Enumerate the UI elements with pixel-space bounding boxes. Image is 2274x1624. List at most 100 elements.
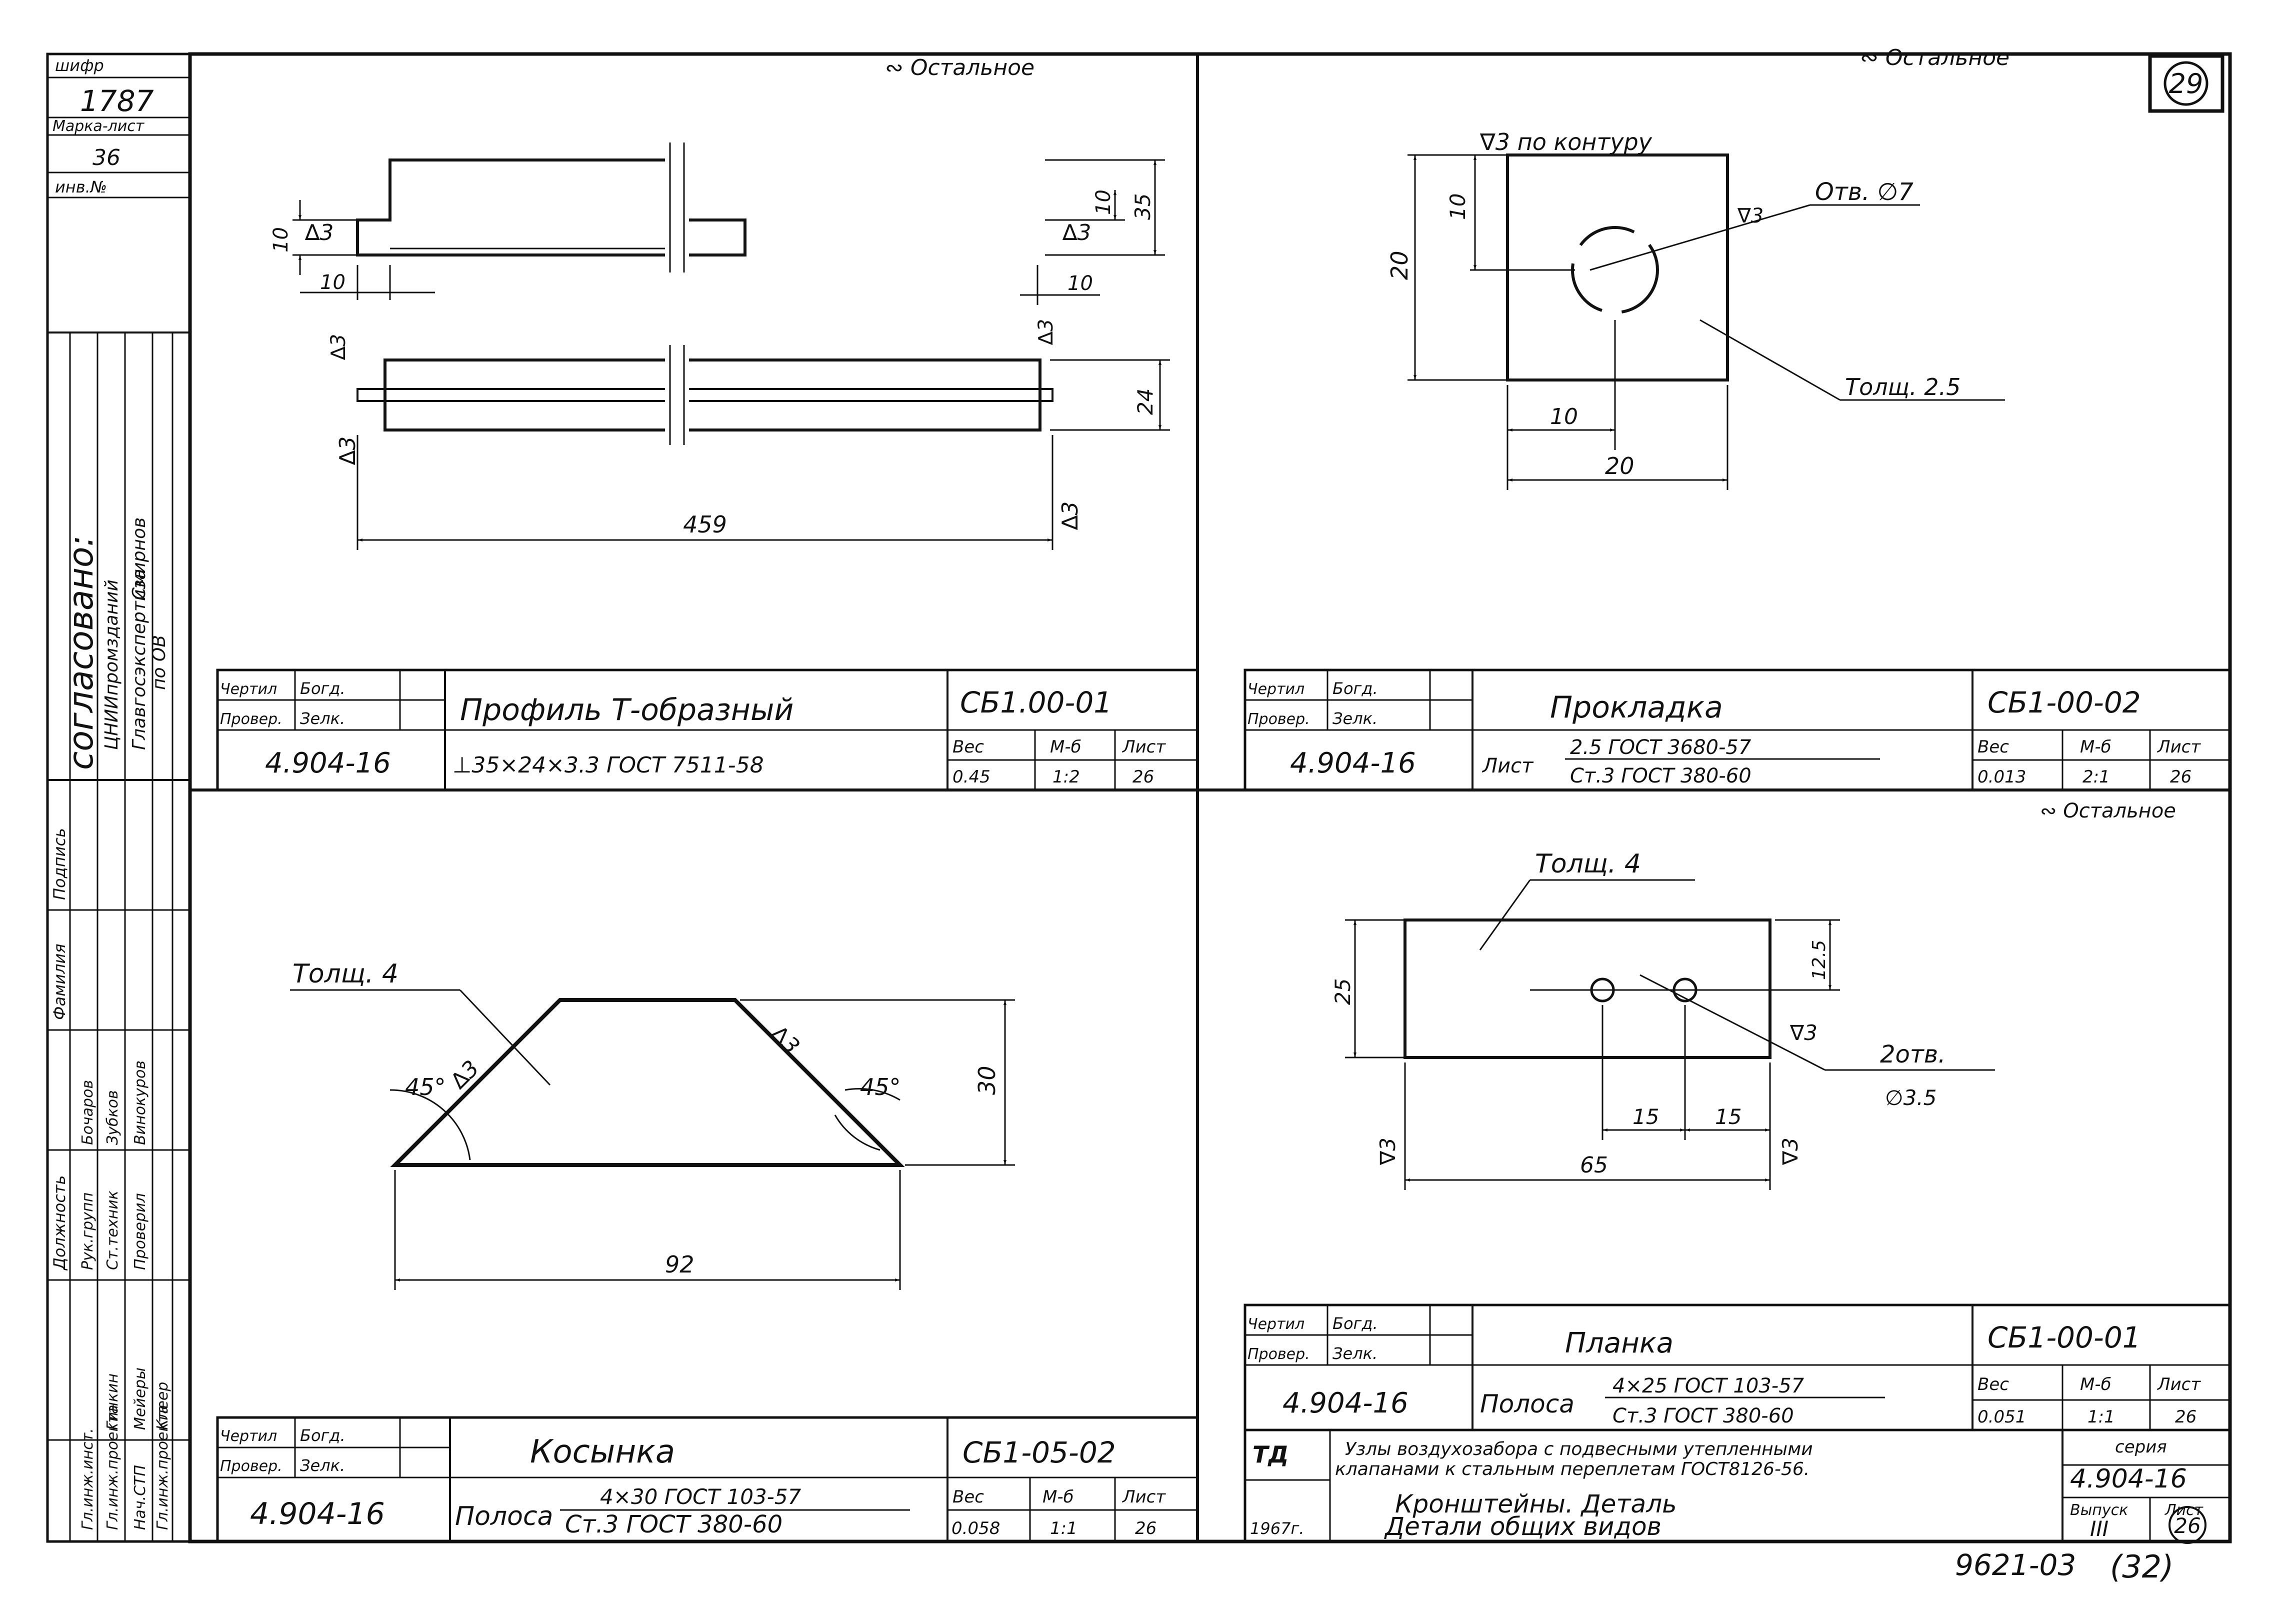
strip-code: СБ1-00-01 bbox=[1988, 1320, 2141, 1354]
stamp-list-circle bbox=[2168, 1506, 2206, 1544]
gasket-dim-10-horizontal: 10 bbox=[1550, 404, 1578, 430]
strip-name: Планка bbox=[1565, 1327, 1674, 1360]
gasket-roughness-note: ∾ Остальное bbox=[1860, 45, 2010, 70]
dim-10-left: 10 bbox=[270, 227, 292, 252]
profile-chertil-label: Чертил bbox=[220, 680, 277, 698]
gusset-material-bottom: Ст.3 ГОСТ 380-60 bbox=[565, 1510, 782, 1538]
soglasovano-label: согласовано: bbox=[62, 535, 101, 770]
org-2-role: по ОВ bbox=[149, 635, 170, 690]
gasket-dim-20-horizontal: 20 bbox=[1605, 452, 1634, 480]
profile-title-block bbox=[216, 668, 1199, 792]
dim-10-right-top: 10 bbox=[1092, 190, 1115, 215]
dim-459: 459 bbox=[683, 511, 727, 538]
weld-mark-1: ∆3 bbox=[304, 220, 334, 246]
panel-gasket: ∾ Остальное ∇3 по контуру Отв. ∅7 ∇3 Тол… bbox=[1244, 45, 2232, 792]
person-7: Проверил bbox=[132, 1193, 149, 1270]
strip-ves-label: Вес bbox=[1978, 1374, 2009, 1394]
col-familiya: Фамилия bbox=[50, 944, 69, 1020]
gusset-dim-lines bbox=[290, 989, 1015, 1290]
gusset-chertil-label: Чертил bbox=[220, 1428, 277, 1445]
strip-list-label: Лист bbox=[2156, 1374, 2201, 1394]
strip-dim-15-right: 15 bbox=[1715, 1104, 1742, 1129]
gusset-angle-left: 45° bbox=[405, 1074, 446, 1100]
profile-ves-label: Вес bbox=[952, 737, 984, 757]
strip-mark-2: ∇3 bbox=[1376, 1138, 1400, 1166]
strip-material-prefix: Полоса bbox=[1480, 1390, 1574, 1418]
strip-outline bbox=[1404, 918, 1772, 1059]
gusset-chertil-value: Богд. bbox=[300, 1426, 346, 1445]
name-5: Зубков bbox=[104, 1090, 122, 1145]
strip-scale-value: 1:1 bbox=[2088, 1407, 2115, 1427]
shifr-label: шифр bbox=[55, 56, 104, 75]
gasket-material-bottom: Ст.3 ГОСТ 380-60 bbox=[1570, 764, 1752, 788]
gusset-scale-value: 1:1 bbox=[1050, 1518, 1078, 1538]
dim-10-left-bottom: 10 bbox=[320, 271, 346, 294]
strip-chertil-label: Чертил bbox=[1248, 1316, 1304, 1333]
gusset-proveril-label: Провер. bbox=[220, 1458, 282, 1475]
stamp-seriya-label: серия bbox=[2115, 1437, 2167, 1457]
col-dolzh: Должность bbox=[50, 1176, 69, 1271]
name-6: Винокуров bbox=[132, 1060, 149, 1145]
main-stamp: ТД Узлы воздухозабора с подвесными утепл… bbox=[1244, 1428, 2232, 1544]
stamp-seriya-value: 4.904-16 bbox=[2070, 1464, 2187, 1494]
stamp-td: ТД bbox=[1252, 1441, 1288, 1468]
strip-thickness: Толщ. 4 bbox=[1535, 849, 1641, 879]
profile-chertil-value: Богд. bbox=[300, 679, 346, 698]
bottom-page-number: (32) bbox=[2110, 1548, 2174, 1585]
dim-35: 35 bbox=[1130, 194, 1155, 220]
stamp-year: 1967г. bbox=[1250, 1519, 1304, 1538]
marka-value: 36 bbox=[92, 145, 120, 170]
panel-strip: ∾ Остальное Толщ. 4 2отв. ∅3.5 ∇3 bbox=[1244, 800, 2232, 1432]
profile-roughness-note: ∾ Остальное bbox=[885, 55, 1034, 80]
gasket-hole-label: Отв. ∅7 bbox=[1815, 178, 1914, 206]
person-3: Нач.СТП bbox=[132, 1465, 149, 1530]
profile-list-label: Лист bbox=[1122, 737, 1166, 757]
strip-material-bottom: Ст.3 ГОСТ 380-60 bbox=[1612, 1404, 1794, 1428]
gasket-chertil-value: Богд. bbox=[1332, 679, 1378, 698]
weld-mark-2: ∆3 bbox=[1062, 220, 1091, 246]
strip-proveril-value: Зелк. bbox=[1332, 1344, 1378, 1363]
gasket-list-label: Лист bbox=[2156, 737, 2201, 757]
gusset-proveril-value: Зелк. bbox=[300, 1456, 345, 1475]
strip-list-value: 26 bbox=[2175, 1407, 2196, 1427]
gasket-ves-value: 0.013 bbox=[1978, 767, 2026, 787]
name-1: Мейеры bbox=[132, 1368, 149, 1430]
gusset-code: СБ1-05-02 bbox=[962, 1436, 1116, 1470]
sign-1: Смирнов bbox=[129, 518, 150, 600]
gusset-material-top: 4×30 ГОСТ 103-57 bbox=[600, 1484, 802, 1509]
strip-dim-lines bbox=[1345, 879, 1995, 1190]
gasket-hole bbox=[1571, 226, 1659, 314]
gasket-list-value: 26 bbox=[2170, 767, 2192, 787]
gusset-ves-value: 0.058 bbox=[952, 1518, 1000, 1538]
stamp-title-line-1: Узлы воздухозабора с подвесными утепленн… bbox=[1345, 1439, 1813, 1460]
gasket-scale-value: 2:1 bbox=[2082, 767, 2110, 787]
profile-material: ⊥35×24×3.3 ГОСТ 7511-58 bbox=[452, 752, 764, 778]
gasket-code: СБ1-00-02 bbox=[1988, 686, 2141, 720]
gasket-scale-label: М-б bbox=[2080, 737, 2112, 757]
name-2: Гинкин bbox=[104, 1374, 122, 1430]
strip-material-top: 4×25 ГОСТ 103-57 bbox=[1612, 1374, 1804, 1398]
profile-proveril-value: Зелк. bbox=[300, 709, 345, 728]
gusset-title-block bbox=[216, 1416, 1199, 1543]
gusset-list-value: 26 bbox=[1135, 1518, 1156, 1538]
stamp-subtitle-line-1: Кронштейны. Деталь bbox=[1395, 1490, 1677, 1518]
dim-24: 24 bbox=[1133, 388, 1158, 415]
gusset-dim-30: 30 bbox=[974, 1066, 1000, 1095]
stamp-title-line-2: клапанами к стальным переплетам ГОСТ8126… bbox=[1335, 1459, 1810, 1480]
sheet-frame bbox=[188, 52, 2232, 1544]
gasket-name: Прокладка bbox=[1550, 690, 1723, 725]
gasket-material-prefix: Лист bbox=[1482, 754, 1534, 778]
profile-ves-value: 0.45 bbox=[952, 767, 990, 787]
inv-label: инв.№ bbox=[55, 178, 107, 196]
gusset-thickness: Толщ. 4 bbox=[292, 959, 398, 989]
stamp-list-value: 26 bbox=[2174, 1514, 2200, 1538]
gusset-angle-right: 45° bbox=[860, 1074, 901, 1100]
strip-dim-15-left: 15 bbox=[1632, 1104, 1659, 1129]
profile-scale-label: М-б bbox=[1050, 737, 1082, 757]
gasket-proveril-label: Провер. bbox=[1248, 710, 1310, 728]
stamp-vypusk-value: III bbox=[2090, 1516, 2108, 1541]
person-4: Гл.инж.проекта bbox=[154, 1404, 172, 1530]
strip-roughness-note: ∾ Остальное bbox=[2040, 800, 2176, 822]
strip-series: 4.904-16 bbox=[1282, 1387, 1408, 1420]
profile-side-view bbox=[356, 358, 1054, 432]
